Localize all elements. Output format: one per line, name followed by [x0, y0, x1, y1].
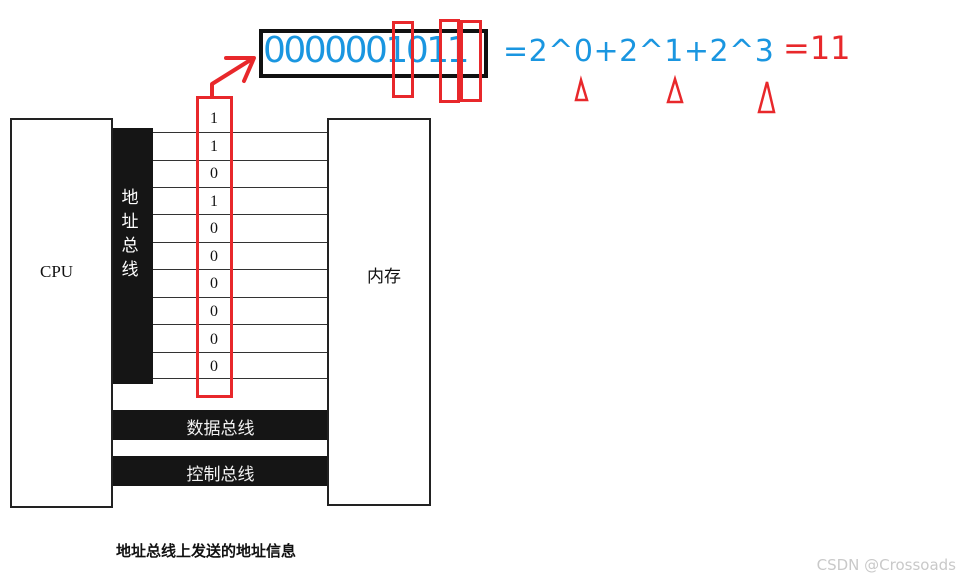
address-line — [153, 160, 327, 161]
address-line — [153, 297, 327, 298]
address-bit: 1 — [210, 110, 218, 127]
bit-highlight-box — [460, 20, 482, 102]
address-line — [153, 269, 327, 270]
address-line — [153, 132, 327, 133]
data-bus-label: 数据总线 — [186, 419, 255, 439]
address-bus-label: 地 址 总 线 — [121, 188, 139, 280]
memory-label: 内存 — [367, 267, 401, 287]
address-bit: 0 — [210, 165, 218, 182]
formula: =2^0+2^1+2^3 — [503, 34, 775, 69]
address-bit: 0 — [210, 275, 218, 292]
address-line — [153, 352, 327, 353]
exponent-marker — [666, 74, 684, 104]
address-bit: 0 — [210, 220, 218, 237]
address-bus — [113, 128, 153, 384]
address-line — [153, 378, 327, 379]
binary-box — [259, 29, 488, 78]
watermark: CSDN @Crossoads — [816, 556, 956, 574]
control-bus-label: 控制总线 — [186, 465, 255, 485]
cpu-label: CPU — [40, 262, 74, 281]
result: =11 — [783, 29, 851, 67]
address-bit: 0 — [210, 303, 218, 320]
address-line — [153, 242, 327, 243]
address-bit: 1 — [210, 138, 218, 155]
binary-value: 0000001011 — [263, 30, 470, 71]
memory-box — [327, 118, 431, 506]
figure-caption: 地址总线上发送的地址信息 — [116, 542, 297, 560]
address-line — [153, 187, 327, 188]
exponent-marker — [757, 81, 776, 114]
address-line — [153, 214, 327, 215]
address-bit: 0 — [210, 331, 218, 348]
address-bit: 1 — [210, 193, 218, 210]
bits-highlight-box — [196, 96, 233, 398]
address-bit: 0 — [210, 248, 218, 265]
bit-highlight-box — [392, 21, 414, 98]
cpu-box — [10, 118, 113, 508]
address-line — [153, 324, 327, 325]
control-bus — [113, 456, 327, 486]
bit-highlight-box — [439, 19, 460, 103]
address-bit: 0 — [210, 358, 218, 375]
exponent-marker — [574, 75, 589, 102]
data-bus — [113, 410, 327, 440]
